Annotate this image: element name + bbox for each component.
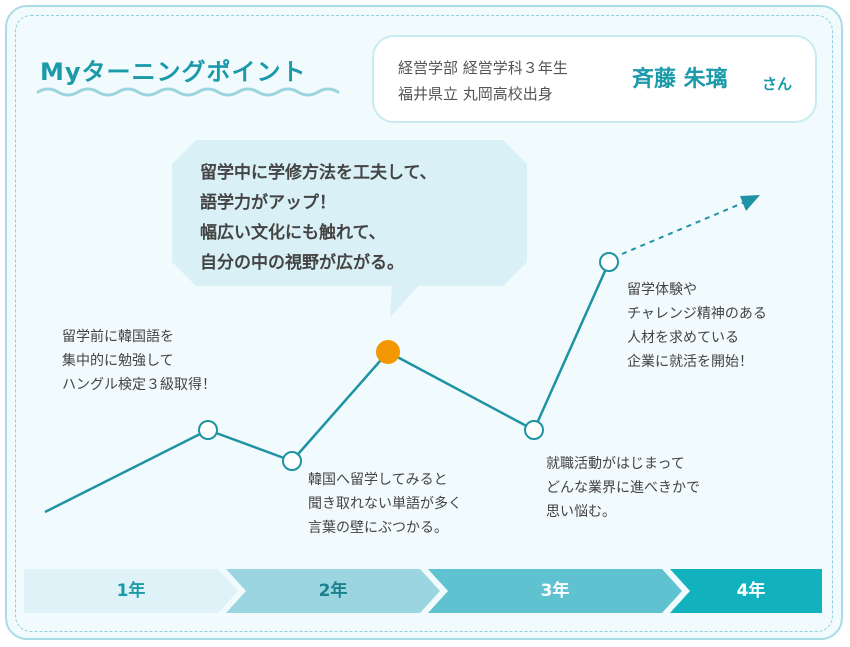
point-language-wall — [282, 451, 302, 471]
year-segment-4 — [670, 569, 822, 613]
annotation-line: 集中的に勉強して — [62, 353, 174, 369]
annotation-line: チャレンジ精神のある — [627, 306, 767, 322]
year-label-3: 3年 — [540, 581, 570, 601]
annotation-line: 就職活動がはじまって — [546, 456, 685, 472]
point-job-start — [599, 252, 619, 272]
highlight-line: 幅広い文化にも触れて、 — [200, 223, 386, 243]
profile-card: 経営学部 経営学科３年生 福井県立 丸岡高校出身 斉藤 朱璃 さん — [372, 35, 817, 123]
highlight-text: 留学中に学修方法を工夫して、 語学力がアップ！ 幅広い文化にも触れて、 自分の中… — [200, 158, 510, 278]
page-title: Myターニングポイント — [40, 58, 307, 86]
year-label-1: 1年 — [116, 581, 146, 601]
highlight-line: 自分の中の視野が広がる。 — [200, 253, 404, 273]
annotation-line: 聞き取れない単語が多く — [308, 496, 462, 512]
speech-bubble — [172, 140, 527, 318]
future-arrow-head — [740, 195, 760, 211]
title-wave-underline — [36, 87, 340, 97]
point-study-abroad — [376, 340, 400, 364]
year-label-4: 4年 — [736, 581, 766, 601]
annotation-line: 留学前に韓国語を — [62, 329, 174, 345]
annotation-job-start: 留学体験や チャレンジ精神のある 人材を求めている 企業に就活を開始！ — [627, 278, 767, 374]
year-segment-3 — [428, 569, 682, 613]
profile-faculty: 経営学部 経営学科３年生 — [398, 59, 568, 77]
annotation-line: ハングル検定３級取得！ — [62, 377, 216, 393]
annotation-line: どんな業界に進べきかで — [546, 480, 700, 496]
year-label-2: 2年 — [318, 581, 348, 601]
annotation-language-wall: 韓国へ留学してみると 聞き取れない単語が多く 言葉の壁にぶつかる。 — [308, 468, 462, 540]
profile-honorific: さん — [762, 75, 793, 93]
highlight-line: 留学中に学修方法を工夫して、 — [200, 163, 437, 183]
point-job-hunting — [524, 420, 544, 440]
annotation-line: 韓国へ留学してみると — [308, 472, 448, 488]
annotation-year1: 留学前に韓国語を 集中的に勉強して ハングル検定３級取得！ — [62, 325, 216, 397]
annotation-line: 言葉の壁にぶつかる。 — [308, 520, 448, 536]
inner-dashed-frame — [15, 15, 833, 632]
annotation-job-hunting: 就職活動がはじまって どんな業界に進べきかで 思い悩む。 — [546, 452, 700, 524]
year-segment-1 — [24, 569, 238, 613]
year-segment-2 — [226, 569, 440, 613]
highlight-line: 語学力がアップ！ — [200, 193, 336, 213]
future-dashed-line — [621, 201, 746, 255]
profile-name: 斉藤 朱璃 — [632, 67, 728, 92]
point-year1 — [198, 420, 218, 440]
progress-line — [44, 261, 611, 514]
profile-highschool: 福井県立 丸岡高校出身 — [398, 85, 553, 103]
annotation-line: 人材を求めている — [627, 330, 739, 346]
annotation-line: 思い悩む。 — [546, 504, 616, 520]
annotation-line: 留学体験や — [627, 282, 697, 298]
annotation-line: 企業に就活を開始！ — [627, 354, 753, 370]
